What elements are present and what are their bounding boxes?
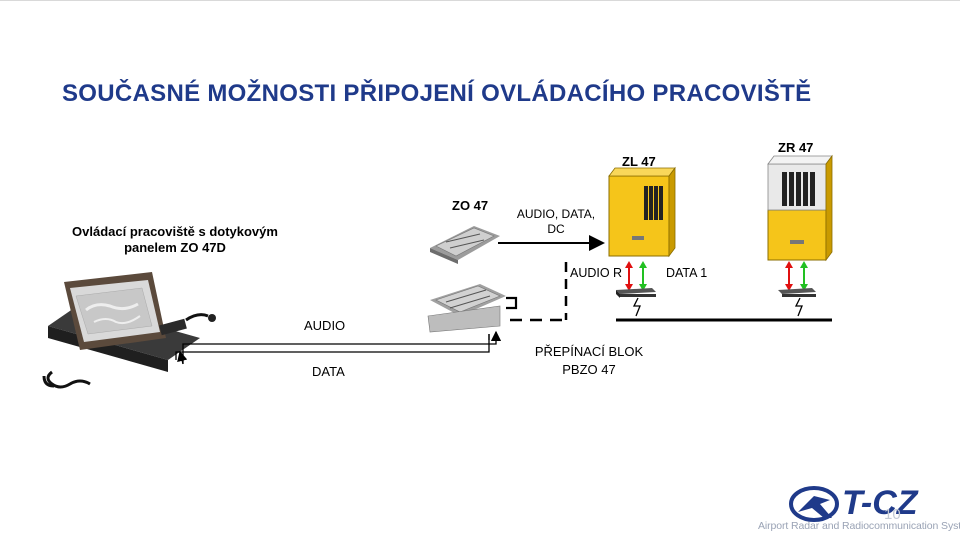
touch-panel-workstation xyxy=(42,272,216,389)
workstation-label-line2: panelem ZO 47D xyxy=(124,240,226,255)
audio-r-label: AUDIO R xyxy=(570,266,623,280)
zl47-line-link xyxy=(632,297,641,317)
tcz-logo: T-CZ xyxy=(789,484,919,522)
zl47-label: ZL 47 xyxy=(622,154,656,169)
slide-top-border xyxy=(0,0,960,1)
zo47-device-lower xyxy=(427,284,506,333)
logo-tagline: Airport Radar and Radiocommunication Sys… xyxy=(758,520,960,532)
data-line xyxy=(175,334,490,360)
zl47-line-modem xyxy=(616,288,656,298)
slide-title: SOUČASNÉ MOŽNOSTI PŘIPOJENÍ OVLÁDACÍHO P… xyxy=(62,80,812,107)
workstation-label-line1: Ovládací pracoviště s dotykovým xyxy=(72,224,278,239)
zr47-line-link xyxy=(794,297,803,317)
switch-bracket xyxy=(506,296,518,310)
zr47-bidirectional-arrows xyxy=(785,261,808,291)
zr47-cabinet xyxy=(767,154,833,262)
zr47-label: ZR 47 xyxy=(778,140,814,155)
zr47-line-modem xyxy=(778,288,816,297)
audio-data-dc-label-line2: DC xyxy=(547,222,565,236)
zl47-cabinet xyxy=(608,166,676,258)
page-number: 10 xyxy=(884,506,901,523)
audio-data-dc-label-line1: AUDIO, DATA, xyxy=(516,207,596,221)
zo47-device-upper xyxy=(430,226,500,264)
switch-block-label-line1: PŘEPÍNACÍ BLOK xyxy=(534,344,644,359)
zl47-bidirectional-arrows xyxy=(625,261,647,291)
audio-label: AUDIO xyxy=(304,318,346,333)
data1-label: DATA 1 xyxy=(666,266,708,280)
zo47-label: ZO 47 xyxy=(452,198,489,213)
logo-wordmark: T-CZ xyxy=(842,484,919,522)
data-label: DATA xyxy=(312,364,345,379)
switch-block-label-line2: PBZO 47 xyxy=(562,362,616,377)
audio-line xyxy=(182,330,502,364)
